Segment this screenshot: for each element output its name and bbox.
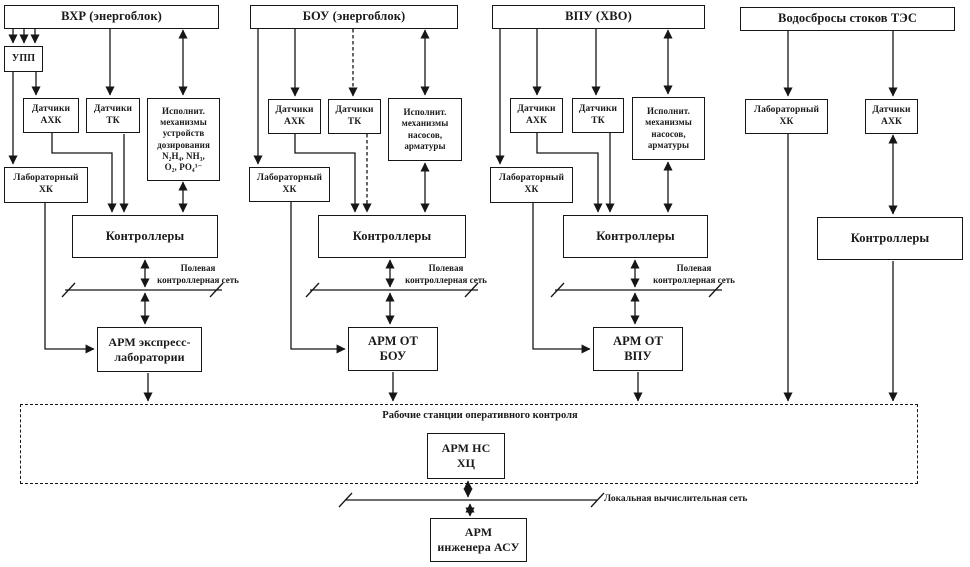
label-local-net: Локальная вычислительная сеть	[604, 494, 748, 504]
box-lab-xk-2: Лабораторный ХК	[249, 167, 330, 202]
box-sensors-tk-2: Датчики ТК	[328, 99, 381, 134]
box-arm-ns-hc: АРМ НС ХЦ	[427, 433, 505, 479]
label-workstations: Рабочие станции оперативного контроля	[382, 410, 578, 421]
box-actuators-3: Исполнит. механизмы насосов, арматуры	[632, 97, 705, 160]
box-bou-title: БОУ (энергоблок)	[250, 5, 458, 29]
box-controllers-2: Контроллеры	[318, 215, 466, 258]
box-controllers-4: Контроллеры	[817, 217, 963, 260]
box-sensors-tk-3: Датчики ТК	[572, 98, 624, 133]
box-wastewater-title: Водосбросы стоков ТЭС	[740, 7, 955, 31]
box-vpu-title: ВПУ (ХВО)	[492, 5, 705, 29]
box-sensors-axk-3: Датчики АХК	[510, 98, 563, 133]
label-field-net-1: Полевая контроллерная сеть	[157, 263, 239, 285]
box-sensors-axk-2: Датчики АХК	[268, 99, 321, 134]
box-lab-xk-3: Лабораторный ХК	[490, 167, 573, 203]
box-arm-ot-bou: АРМ ОТ БОУ	[348, 327, 438, 371]
box-arm-engineer: АРМ инженера АСУ	[430, 518, 527, 562]
box-lab-xk-1: Лабораторный ХК	[4, 167, 88, 203]
box-actuators-2: Исполнит. механизмы насосов, арматуры	[388, 98, 462, 161]
box-controllers-1: Контроллеры	[72, 215, 218, 258]
box-sensors-tk-1: Датчики ТК	[86, 98, 140, 133]
box-controllers-3: Контроллеры	[563, 215, 708, 258]
box-vhr-title: ВХР (энергоблок)	[4, 5, 219, 29]
label-field-net-3: Полевая контроллерная сеть	[653, 263, 735, 285]
box-arm-express-lab: АРМ экспресс- лаборатории	[97, 327, 202, 372]
box-sensors-axk-4: Датчики АХК	[865, 99, 918, 134]
box-upp: УПП	[4, 46, 43, 72]
box-sensors-axk-1: Датчики АХК	[23, 98, 79, 133]
box-actuators-1: Исполнит. механизмы устройств дозировани…	[147, 98, 220, 181]
box-lab-xk-4: Лабораторный ХК	[745, 99, 828, 134]
box-arm-ot-vpu: АРМ ОТ ВПУ	[593, 327, 683, 371]
label-field-net-2: Полевая контроллерная сеть	[405, 263, 487, 285]
